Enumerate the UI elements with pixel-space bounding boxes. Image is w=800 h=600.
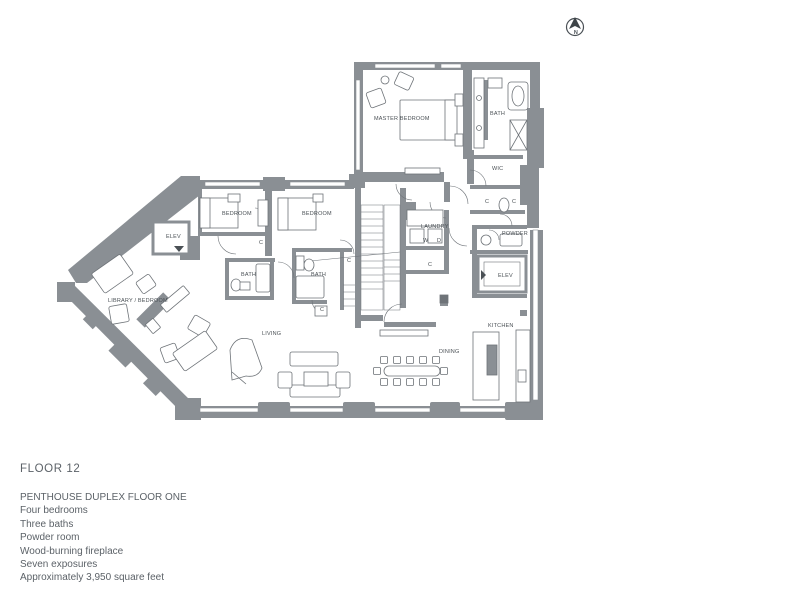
left-elevator: [151, 220, 191, 256]
label-closet-d: C: [428, 262, 432, 268]
floor-title: FLOOR 12: [20, 463, 81, 475]
label-closet-c: C: [320, 307, 324, 313]
label-bath-b: BATH: [311, 272, 326, 278]
label-kitchen: KITCHEN: [488, 323, 514, 329]
right-elevator: [476, 254, 528, 294]
label-bedroom-a: BEDROOM: [222, 211, 252, 217]
detail-fireplace: Wood-burning fireplace: [20, 545, 124, 557]
windows: [199, 63, 539, 413]
detail-list: PENTHOUSE DUPLEX FLOOR ONE Four bedrooms…: [20, 491, 187, 585]
label-wic: WIC: [492, 166, 503, 172]
detail-square-feet: Approximately 3,950 square feet: [20, 572, 164, 584]
label-closet-b: C: [347, 258, 351, 264]
north-compass-icon: N: [565, 17, 585, 37]
label-bath-a: BATH: [241, 272, 256, 278]
label-living: LIVING: [262, 331, 281, 337]
label-laundry: LAUNDRY: [421, 224, 449, 230]
room-labels: MASTER BEDROOM BATH WIC BEDROOM BEDROOM …: [108, 111, 528, 355]
detail-bedrooms: Four bedrooms: [20, 505, 88, 517]
label-closet-e: C: [485, 199, 489, 205]
label-powder: POWDER: [502, 231, 528, 237]
bottom-piers: [82, 310, 537, 420]
compass-label: N: [574, 30, 578, 36]
label-master-bedroom: MASTER BEDROOM: [374, 116, 430, 122]
label-dining: DINING: [439, 349, 459, 355]
detail-powder-room: Powder room: [20, 532, 80, 544]
label-dryer: D: [437, 238, 441, 244]
label-library: LIBRARY / BEDROOM: [108, 298, 168, 304]
label-bedroom-b: BEDROOM: [302, 211, 332, 217]
label-master-bath: BATH: [490, 111, 505, 117]
label-elev-left: ELEV: [166, 234, 181, 240]
label-closet-a: C: [259, 240, 263, 246]
furniture: [91, 71, 531, 403]
label-washer: W: [423, 238, 429, 244]
detail-baths: Three baths: [20, 518, 74, 530]
detail-heading: PENTHOUSE DUPLEX FLOOR ONE: [20, 492, 187, 503]
label-elev-right: ELEV: [498, 273, 513, 279]
label-closet-f: C: [512, 199, 516, 205]
staircase: [299, 204, 401, 311]
detail-exposures: Seven exposures: [20, 559, 98, 571]
